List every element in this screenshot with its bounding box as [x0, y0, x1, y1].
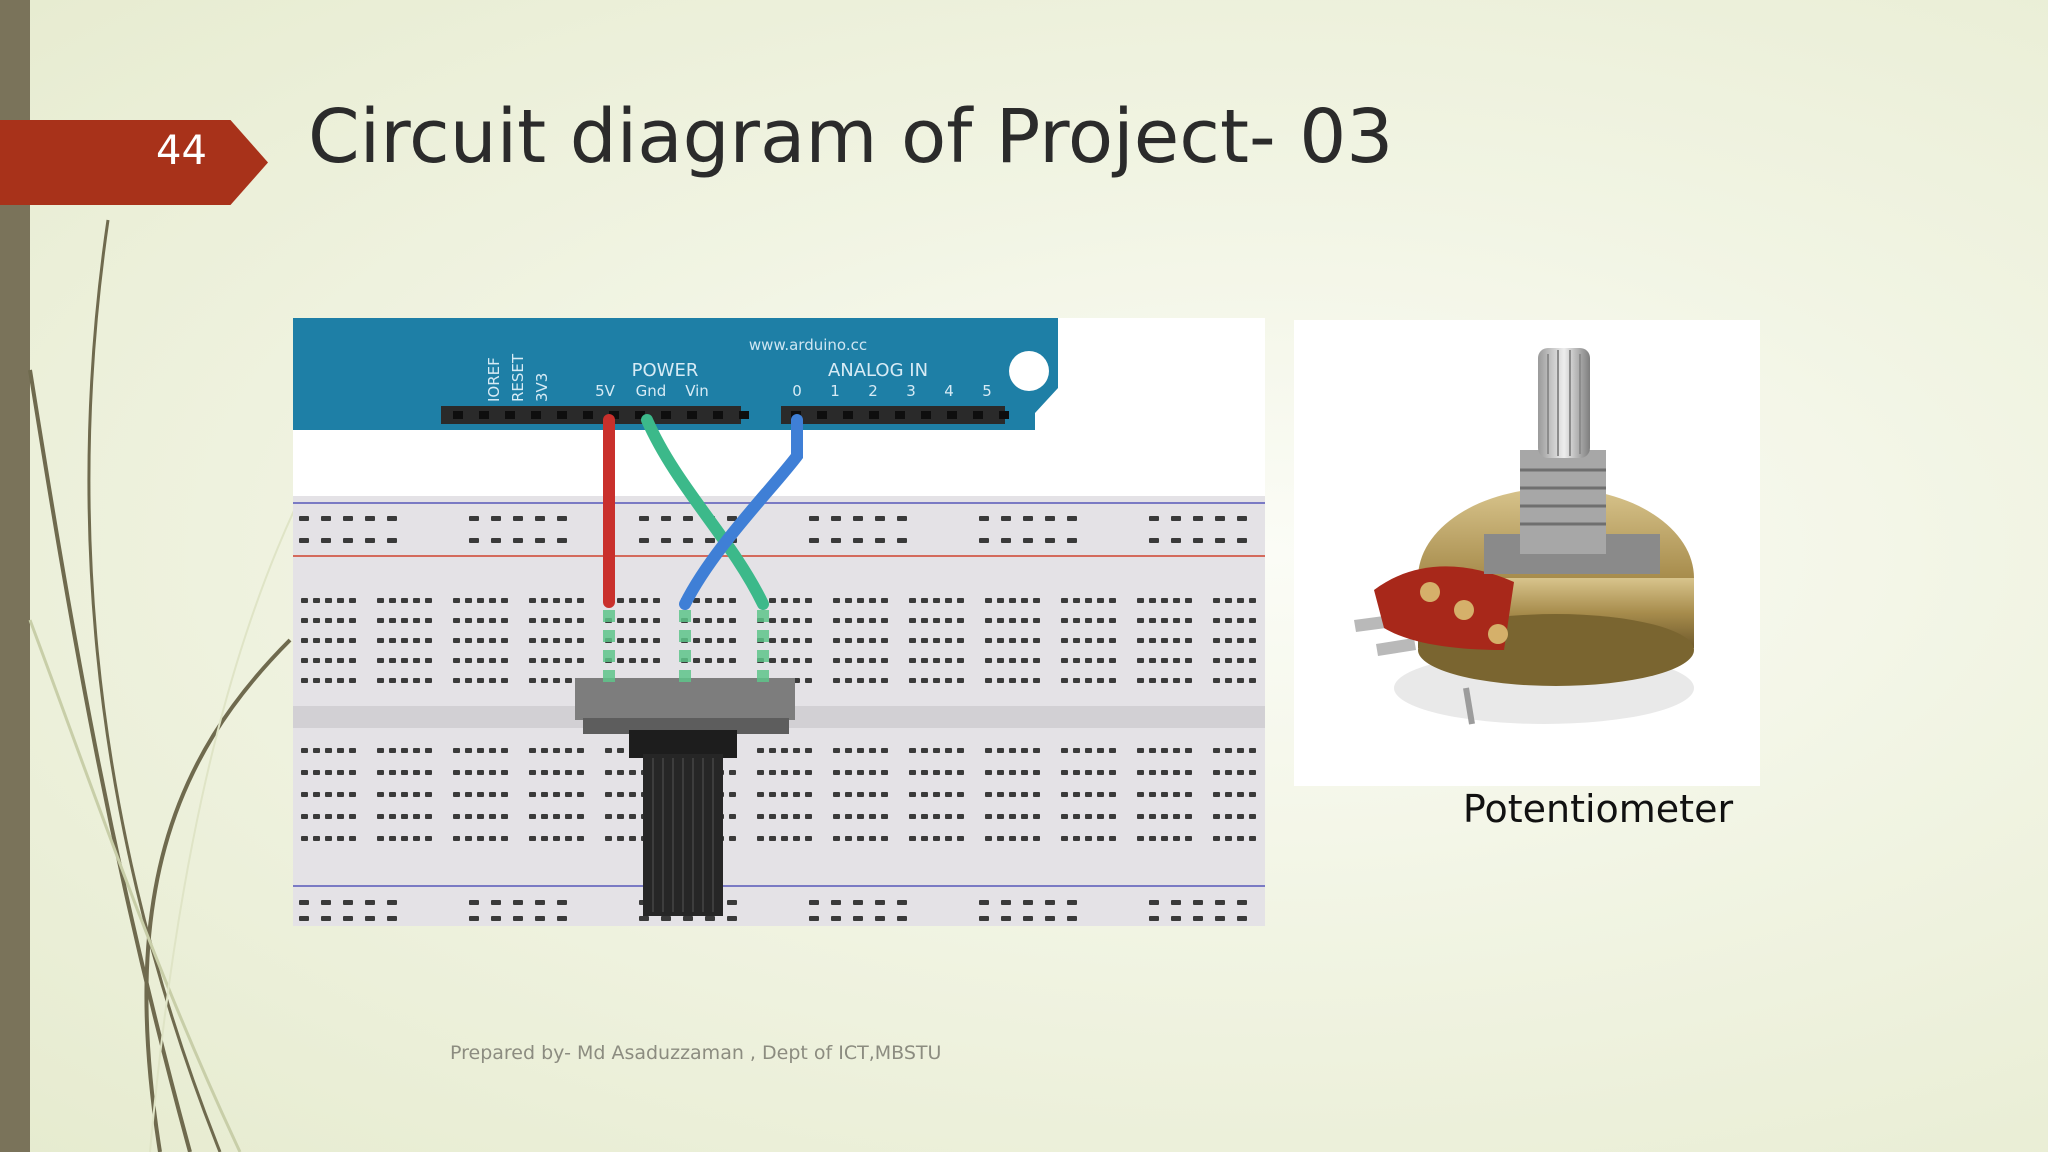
- arduino-board: [293, 318, 1058, 430]
- page-number-badge: [0, 120, 268, 205]
- breadboard-holes: [299, 516, 1256, 921]
- power-pin-label: Vin: [685, 382, 709, 400]
- pot-collar: [629, 730, 737, 758]
- page-number: 44: [156, 128, 207, 174]
- pot-base: [575, 678, 795, 720]
- pot-terminal-2: [1376, 638, 1416, 656]
- power-pin-label: 5V: [595, 382, 616, 400]
- pot-shaft: [1538, 348, 1590, 458]
- header-holes: [453, 411, 1009, 419]
- side-pin-label: RESET: [509, 353, 527, 402]
- pot-pin-links: [603, 610, 769, 682]
- pot-terminal-1: [1354, 616, 1386, 632]
- circuit-diagram-image: www.arduino.cc POWER ANALOG IN IOREF RESE…: [293, 318, 1265, 926]
- wire-gnd: [641, 414, 769, 610]
- pot-red-board: [1374, 566, 1514, 650]
- side-pin-label: 3V3: [533, 373, 551, 402]
- pot-knob-ridges: [652, 758, 714, 912]
- wire-analog: [679, 414, 803, 610]
- analog-pin-label: 4: [944, 382, 954, 400]
- slide-title: Circuit diagram of Project- 03: [308, 94, 1394, 180]
- analog-pin-label: 3: [906, 382, 916, 400]
- analog-pin-label: 1: [830, 382, 840, 400]
- footer-credit: Prepared by- Md Asaduzzaman , Dept of IC…: [450, 1042, 942, 1064]
- analog-pin-label: 2: [868, 382, 878, 400]
- potentiometer-caption: Potentiometer: [1462, 787, 1734, 831]
- pot-bushing: [1520, 450, 1606, 554]
- power-pin-labels: 5V Gnd Vin: [595, 382, 709, 400]
- decorative-swooshes: [28, 219, 320, 1152]
- side-pin-label: IOREF: [485, 357, 503, 402]
- power-header-label: POWER: [632, 360, 699, 381]
- power-pin-label: Gnd: [636, 382, 667, 400]
- analog-header-strip: [781, 406, 1005, 424]
- analog-pin-label: 5: [982, 382, 992, 400]
- board-mount-hole: [1009, 351, 1049, 391]
- board-url-label: www.arduino.cc: [749, 336, 867, 354]
- side-pin-labels: IOREF RESET 3V3: [485, 353, 551, 402]
- analog-pin-label: 0: [792, 382, 802, 400]
- analog-pin-labels: 0 1 2 3 4 5: [792, 382, 992, 400]
- potentiometer-photo: [1294, 320, 1760, 786]
- analog-header-label: ANALOG IN: [828, 360, 928, 381]
